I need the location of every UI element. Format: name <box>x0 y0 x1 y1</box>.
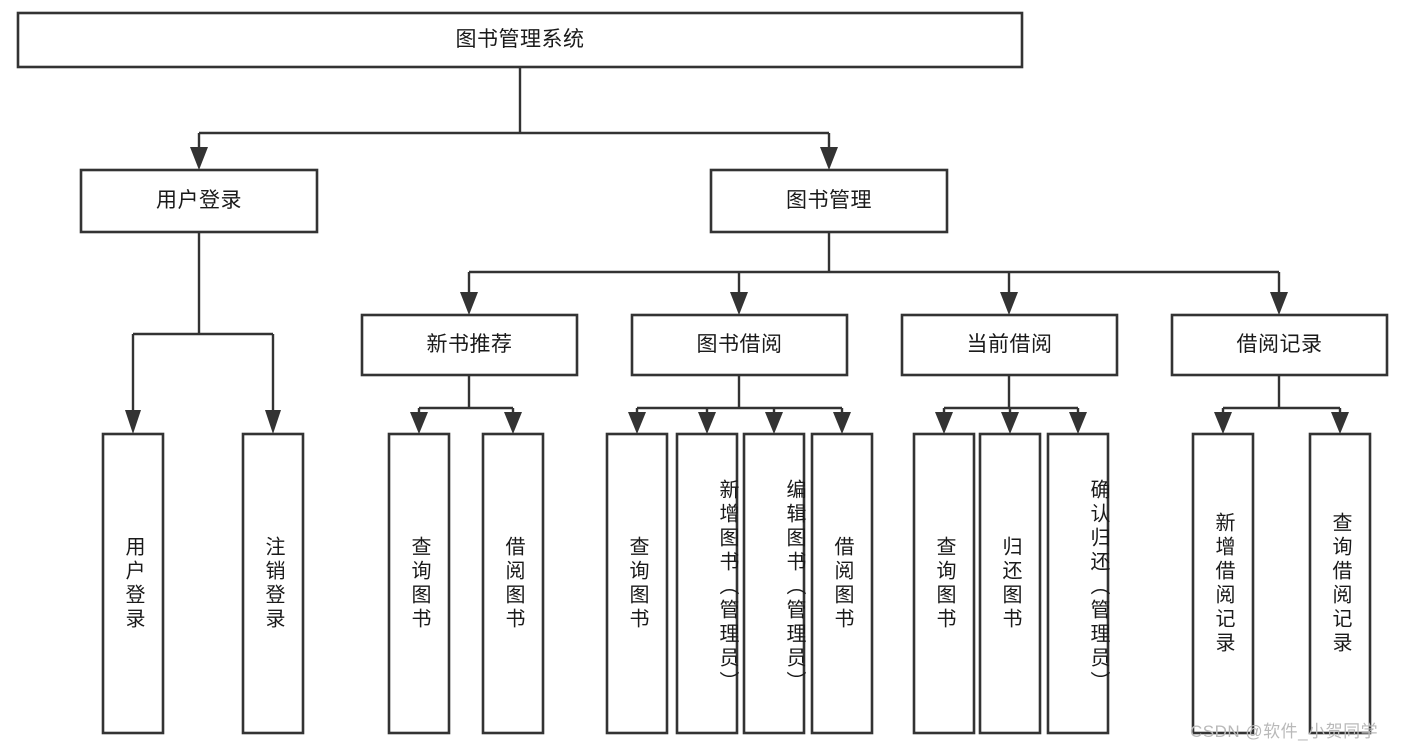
node-box-root[interactable] <box>16 11 1024 69</box>
node-box-book-borrow[interactable] <box>630 313 849 377</box>
arrowhead-borrow-record <box>1270 292 1288 315</box>
arrowhead-nb-leaf-2 <box>504 412 522 434</box>
leaf-box-bb-borrow-book[interactable] <box>810 432 874 735</box>
arrowhead-book-manage <box>820 147 838 170</box>
arrowhead-book-borrow <box>730 292 748 315</box>
leaf-box-user-login[interactable] <box>101 432 165 735</box>
leaf-box-nb-query-book[interactable] <box>387 432 451 735</box>
arrowhead-bb-leaf-2 <box>698 412 716 434</box>
leaf-box-logout[interactable] <box>241 432 305 735</box>
node-box-book-manage[interactable] <box>709 168 949 234</box>
arrowhead-bb-leaf-4 <box>833 412 851 434</box>
arrowhead-leaf-logout <box>265 410 281 434</box>
arrowhead-br-leaf-1 <box>1214 412 1232 434</box>
leaf-box-cb-return-book[interactable] <box>978 432 1042 735</box>
arrowhead-cb-leaf-1 <box>935 412 953 434</box>
arrowhead-cb-leaf-3 <box>1069 412 1087 434</box>
leaf-box-bb-edit-book[interactable] <box>742 432 806 735</box>
leaf-box-cb-query-book[interactable] <box>912 432 976 735</box>
arrowhead-new-book <box>460 292 478 315</box>
leaf-box-bb-add-book[interactable] <box>675 432 739 735</box>
arrowhead-cb-leaf-2 <box>1001 412 1019 434</box>
leaf-box-bb-query-book[interactable] <box>605 432 669 735</box>
node-box-current-borrow[interactable] <box>900 313 1119 377</box>
node-box-new-book-recommend[interactable] <box>360 313 579 377</box>
leaf-box-br-query-record[interactable] <box>1308 432 1372 735</box>
leaf-box-cb-confirm-return[interactable] <box>1046 432 1110 735</box>
arrowhead-user-login <box>190 147 208 170</box>
leaf-box-nb-borrow-book[interactable] <box>481 432 545 735</box>
arrowhead-nb-leaf-1 <box>410 412 428 434</box>
arrowhead-br-leaf-2 <box>1331 412 1349 434</box>
leaf-box-br-add-record[interactable] <box>1191 432 1255 735</box>
arrowhead-bb-leaf-3 <box>765 412 783 434</box>
arrowhead-current-borrow <box>1000 292 1018 315</box>
node-box-user-login[interactable] <box>79 168 319 234</box>
arrowhead-bb-leaf-1 <box>628 412 646 434</box>
arrowhead-leaf-user-login <box>125 410 141 434</box>
node-box-borrow-record[interactable] <box>1170 313 1389 377</box>
